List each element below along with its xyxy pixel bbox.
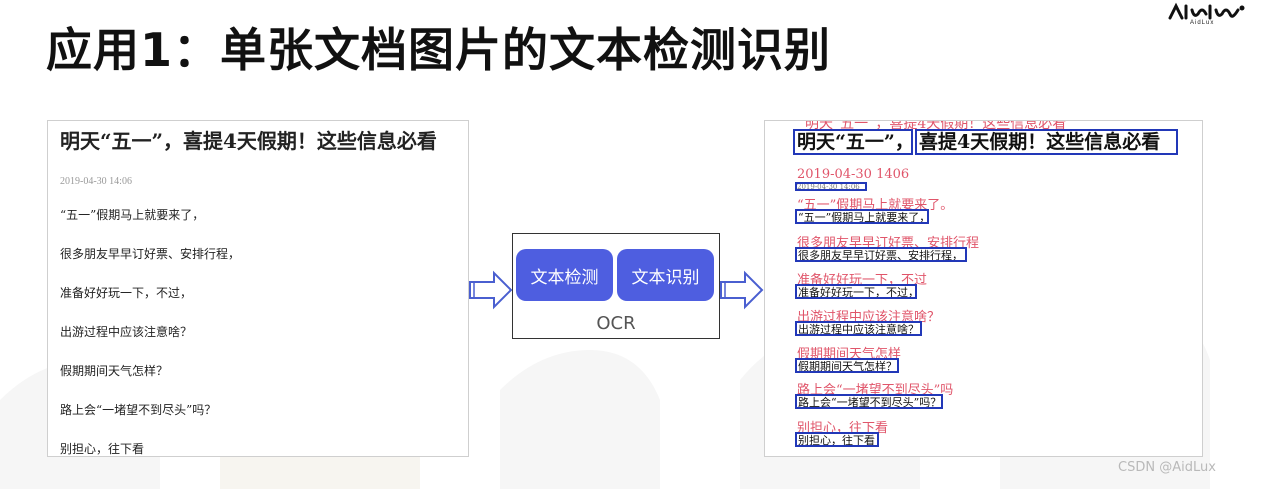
detection-box: “五一”假期马上就要来了， (795, 209, 929, 224)
text-detection-step: 文本检测 (516, 249, 613, 301)
detection-box: 明天“五一”， (793, 129, 913, 155)
detection-box: 很多朋友早早订好票、安排行程， (795, 247, 967, 262)
document-line: 假期期间天气怎样？ (60, 364, 169, 378)
ocr-result-image: 明天“五一”，喜提4天假期！这些信息必看 明天“五一”， 喜提4天假期！这些信息… (764, 120, 1203, 457)
logo-text: AidLux (1190, 20, 1215, 26)
document-line: 路上会“一堵望不到尽头”吗？ (60, 403, 217, 417)
input-document-image: 明天“五一”，喜提4天假期！这些信息必看 2019-04-30 14:06 “五… (47, 120, 469, 457)
document-date: 2019-04-30 14:06 (60, 176, 132, 187)
arrow-right-icon (720, 270, 764, 310)
watermark: CSDN @AidLux (1118, 460, 1216, 475)
arrow-right-icon (469, 270, 513, 310)
document-line: 出游过程中应该注意啥？ (60, 325, 193, 339)
detection-box: 准备好好玩一下，不过， (795, 284, 917, 299)
document-line: 准备好好玩一下，不过， (60, 286, 193, 300)
document-line: “五一”假期马上就要来了， (60, 208, 205, 222)
aidlux-logo-icon (1168, 2, 1245, 20)
detection-box: 喜提4天假期！这些信息必看 (915, 129, 1178, 155)
detection-box: 路上会“一堵望不到尽头”吗？ (795, 394, 943, 409)
document-headline: 明天“五一”，喜提4天假期！这些信息必看 (60, 129, 437, 153)
detection-box: 假期期间天气怎样？ (795, 358, 899, 373)
detection-box: 出游过程中应该注意啥？ (795, 321, 922, 336)
slide-title: 应用1：单张文档图片的文本检测识别 (46, 23, 832, 77)
recognized-text: 2019-04-30 1406 (797, 167, 910, 182)
detection-box: 2019-04-30 14:06 (795, 182, 867, 191)
document-line: 别担心，往下看 (60, 442, 145, 456)
text-recognition-step: 文本识别 (617, 249, 714, 301)
recognized-text-cut: 明天“五一”，喜提4天假期！这些信息必看 (805, 120, 1067, 132)
ocr-caption: OCR (596, 313, 636, 334)
detection-box: 别担心，往下看 (795, 432, 879, 447)
ocr-pipeline-box: 文本检测 文本识别 OCR (512, 233, 720, 339)
document-line: 很多朋友早早订好票、安排行程， (60, 247, 241, 261)
